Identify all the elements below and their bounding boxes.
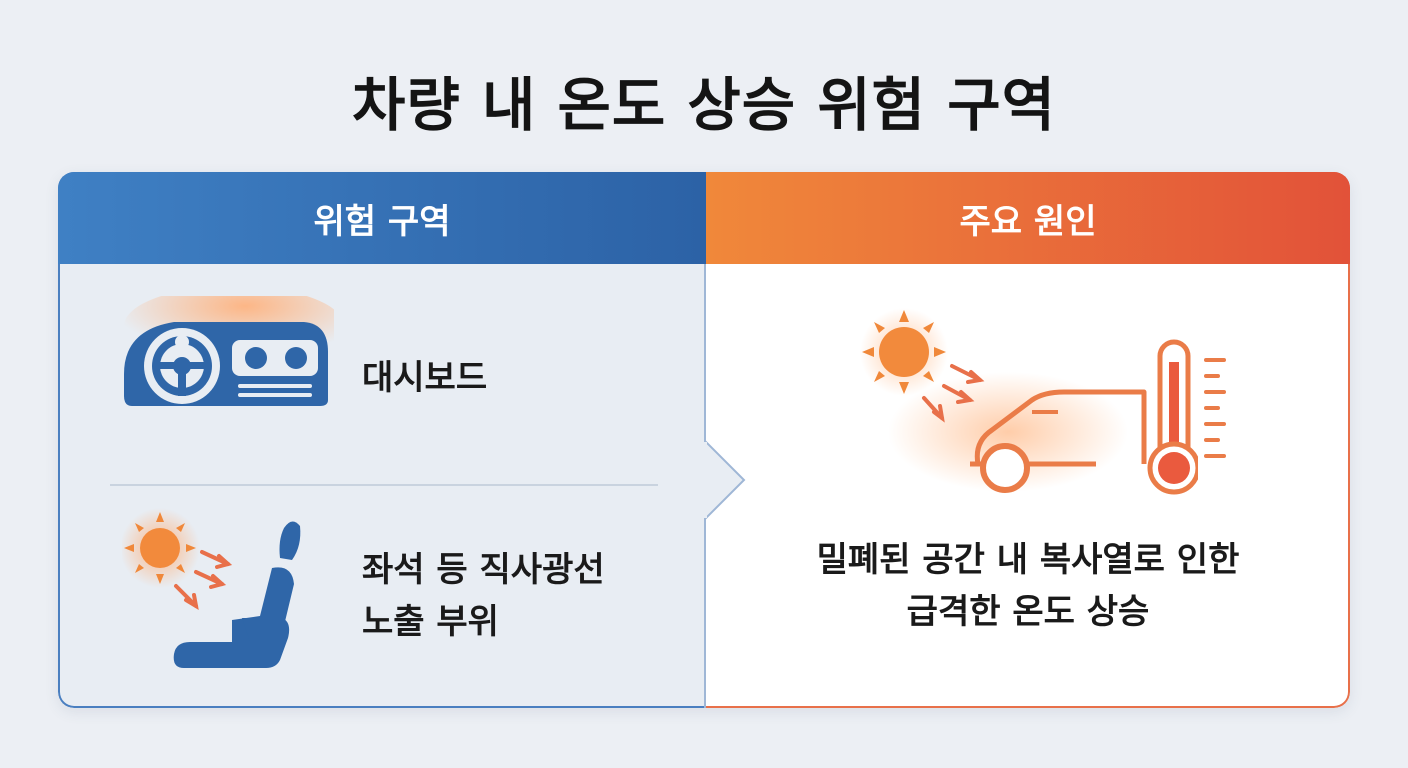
dashboard-icon	[124, 296, 334, 406]
car-seat-sun-icon	[122, 508, 301, 668]
main-causes-heading: 주요 원인	[706, 172, 1350, 264]
cause-description-line-2: 급격한 온도 상승	[906, 592, 1150, 632]
cause-description: 밀폐된 공간 내 복사열로 인한 급격한 온도 상승	[706, 534, 1350, 638]
seat-label-line-2: 노출 부위	[362, 602, 499, 642]
car-heat-thermometer-icon	[860, 308, 1198, 495]
page-title: 차량 내 온도 상승 위험 구역	[352, 71, 1056, 139]
seat-label: 좌석 등 직사광선 노출 부위	[362, 544, 605, 648]
row-divider	[110, 484, 658, 486]
danger-zones-heading: 위험 구역	[58, 172, 706, 264]
seat-label-line-1: 좌석 등 직사광선	[362, 550, 605, 590]
dashboard-label: 대시보드	[362, 358, 488, 398]
cause-description-line-1: 밀폐된 공간 내 복사열로 인한	[816, 540, 1240, 580]
arrow-right-icon	[704, 440, 746, 520]
thermometer-scale-icon	[1204, 358, 1226, 458]
comparison-card: 위험 구역 주요 원인 대시보드	[58, 172, 1350, 708]
